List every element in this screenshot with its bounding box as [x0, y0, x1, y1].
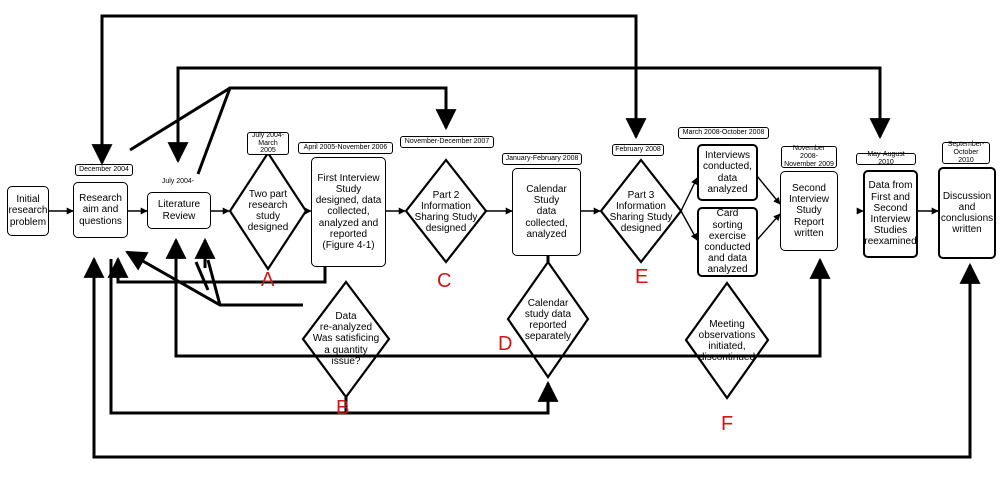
box-discussion: Discussion and conclusions written [938, 167, 996, 259]
date-may-aug2010-text: May-August 2010 [867, 151, 905, 166]
box-first-interview-study: First Interview Study designed, data col… [311, 157, 386, 267]
box-card-sorting: Card sorting exercise conducted and data… [697, 207, 758, 277]
date-nov-dec2007-text: November-December 2007 [404, 138, 490, 146]
box-data-reexamined: Data from First and Second Interview Stu… [863, 170, 918, 258]
date-sep-oct2010-text: September- October 2010 [947, 141, 985, 164]
date-feb2008-text: February 2008 [615, 146, 661, 154]
date-may-aug2010: May-August 2010 [856, 151, 916, 166]
part2-label: Part 2 Information Sharing Study designe… [414, 189, 478, 235]
box-research-aim: Research aim and questions [73, 182, 128, 238]
date-july2004-text: July 2004- [161, 178, 195, 186]
calendar-label: Calendar Study data collected, analyzed [525, 184, 568, 240]
reanalyzed-label: Data re-analyzed Was satisficing a quant… [312, 311, 380, 367]
box-calendar-study: Calendar Study data collected, analyzed [512, 168, 581, 256]
date-july2004-march2005: July 2004- March 2005 [247, 132, 289, 155]
date-mar2008-oct2008-text: March 2008-October 2008 [682, 129, 765, 137]
meeting-label: Meeting observations initiated, disconti… [698, 318, 756, 364]
date-apr2005-nov2006-text: April 2005-November 2006 [303, 144, 388, 152]
two-part-label: Two part research study designed [247, 188, 289, 234]
date-jan-feb2008-text: January-February 2008 [505, 155, 579, 163]
box-initial-research-problem: Initial research problem [7, 186, 49, 236]
diamond-meeting: Meeting observations initiated, disconti… [688, 313, 766, 369]
diamond-part3: Part 3 Information Sharing Study designe… [601, 185, 681, 239]
date-july2004: July 2004- [148, 176, 208, 188]
second-report-label: Second Interview Study Report written [788, 183, 829, 239]
box-second-interview-report: Second Interview Study Report written [780, 171, 838, 251]
date-nov-dec2007: November-December 2007 [400, 136, 494, 148]
box-interviews: Interviews conducted, data analyzed [697, 144, 758, 201]
calendar-reported-label: Calendar study data reported separately [524, 297, 572, 343]
initial-label: Initial research problem [8, 194, 48, 228]
box-literature-review: Literature Review [147, 192, 211, 229]
letter-f: F [721, 413, 734, 435]
diamond-meeting-shape [684, 281, 770, 400]
date-apr2005-nov2006: April 2005-November 2006 [298, 142, 393, 154]
lit-review-label: Literature Review [157, 199, 201, 222]
date-nov2008-nov2009: November 2008- November 2009 [781, 145, 837, 168]
interviews-label: Interviews conducted, data analyzed [703, 150, 752, 195]
diamond-calendar-reported: Calendar study data reported separately [512, 292, 584, 348]
date-sep-oct2010: September- October 2010 [942, 141, 990, 164]
diamond-calendar-reported-shape [506, 260, 590, 379]
date-dec2004-text: December 2004 [79, 166, 129, 174]
date-jan-feb2008: January-February 2008 [502, 153, 582, 165]
letter-c: C [437, 270, 452, 292]
date-mar2008-oct2008: March 2008-October 2008 [678, 127, 769, 139]
data-reexamined-label: Data from First and Second Interview Stu… [864, 180, 917, 248]
date-july2004-march2005-text: July 2004- March 2005 [251, 131, 285, 155]
discussion-label: Discussion and conclusions written [940, 190, 994, 236]
card-sorting-label: Card sorting exercise conducted and data… [704, 208, 751, 276]
date-nov2008-nov2009-text: November 2008- November 2009 [784, 145, 834, 168]
research-aim-label: Research aim and questions [79, 193, 122, 227]
letter-e: E [635, 266, 649, 288]
diamond-part2: Part 2 Information Sharing Study designe… [406, 185, 486, 239]
first-interview-label: First Interview Study designed, data col… [315, 172, 382, 251]
letter-a: A [261, 269, 275, 291]
diamond-two-part: Two part research study designed [236, 181, 300, 241]
date-dec2004: December 2004 [75, 164, 133, 176]
diamond-reanalyzed: Data re-analyzed Was satisficing a quant… [303, 305, 389, 373]
letter-b: B [336, 397, 350, 419]
date-feb2008: February 2008 [612, 144, 664, 156]
letter-d: D [498, 333, 513, 355]
part3-label: Part 3 Information Sharing Study designe… [609, 189, 673, 235]
